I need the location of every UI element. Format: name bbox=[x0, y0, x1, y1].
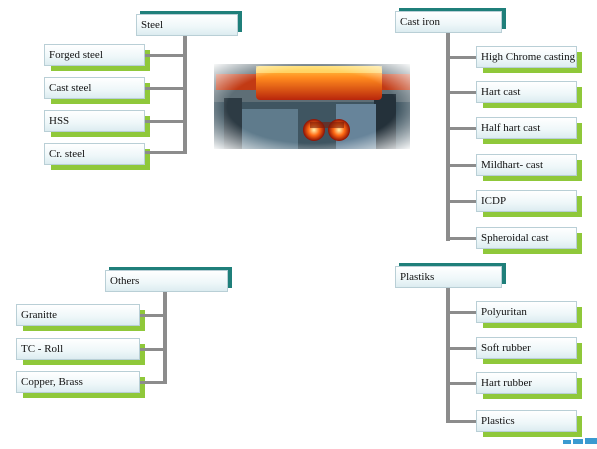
cast-iron-item-spheroidal-cast: Spheroidal cast bbox=[476, 227, 582, 254]
cast-iron-branch bbox=[448, 56, 476, 59]
others-branch bbox=[140, 314, 165, 317]
steel-item-forged-steel: Forged steel bbox=[44, 44, 150, 71]
steel-trunk bbox=[183, 30, 187, 154]
industrial-roll-photo bbox=[214, 64, 410, 149]
others-item-copper-brass: Copper, Brass bbox=[16, 371, 145, 398]
steel-item-cr-steel: Cr. steel bbox=[44, 143, 150, 170]
steel-branch bbox=[145, 120, 185, 123]
others-group-title: Others bbox=[105, 267, 232, 292]
cast-iron-item-icdp: ICDP bbox=[476, 190, 582, 217]
others-trunk bbox=[163, 286, 167, 384]
cast-iron-trunk bbox=[446, 30, 450, 241]
cast-iron-branch bbox=[448, 237, 476, 240]
others-branch bbox=[140, 381, 165, 384]
plastiks-item-soft-rubber: Soft rubber bbox=[476, 337, 582, 364]
cast-iron-group-title: Cast iron bbox=[395, 8, 506, 33]
steel-item-cast-steel: Cast steel bbox=[44, 77, 150, 104]
plastiks-branch bbox=[448, 382, 476, 385]
steel-group-title: Steel bbox=[136, 11, 242, 36]
plastiks-branch bbox=[448, 420, 476, 423]
plastiks-item-polyuritan: Polyuritan bbox=[476, 301, 582, 328]
cast-iron-branch bbox=[448, 164, 476, 167]
steel-branch bbox=[145, 54, 185, 57]
cast-iron-item-half-hart-cast: Half hart cast bbox=[476, 117, 582, 144]
cast-iron-item-hart-cast: Hart cast bbox=[476, 81, 582, 108]
plastiks-group-title: Plastiks bbox=[395, 263, 506, 288]
plastiks-branch bbox=[448, 347, 476, 350]
cast-iron-item-high-chrome: High Chrome casting bbox=[476, 46, 582, 73]
steel-branch bbox=[145, 87, 185, 90]
cast-iron-branch bbox=[448, 200, 476, 203]
cast-iron-branch bbox=[448, 127, 476, 130]
corner-decoration bbox=[563, 431, 597, 444]
plastiks-item-hart-rubber: Hart rubber bbox=[476, 372, 582, 399]
steel-item-hss: HSS bbox=[44, 110, 150, 137]
others-item-granitte: Granitte bbox=[16, 304, 145, 331]
others-branch bbox=[140, 348, 165, 351]
plastiks-branch bbox=[448, 311, 476, 314]
others-item-tc-roll: TC - Roll bbox=[16, 338, 145, 365]
cast-iron-branch bbox=[448, 91, 476, 94]
cast-iron-item-mildhart-cast: Mildhart- cast bbox=[476, 154, 582, 181]
plastiks-item-plastics: Plastics bbox=[476, 410, 582, 437]
plastiks-trunk bbox=[446, 282, 450, 423]
steel-branch bbox=[145, 151, 185, 154]
